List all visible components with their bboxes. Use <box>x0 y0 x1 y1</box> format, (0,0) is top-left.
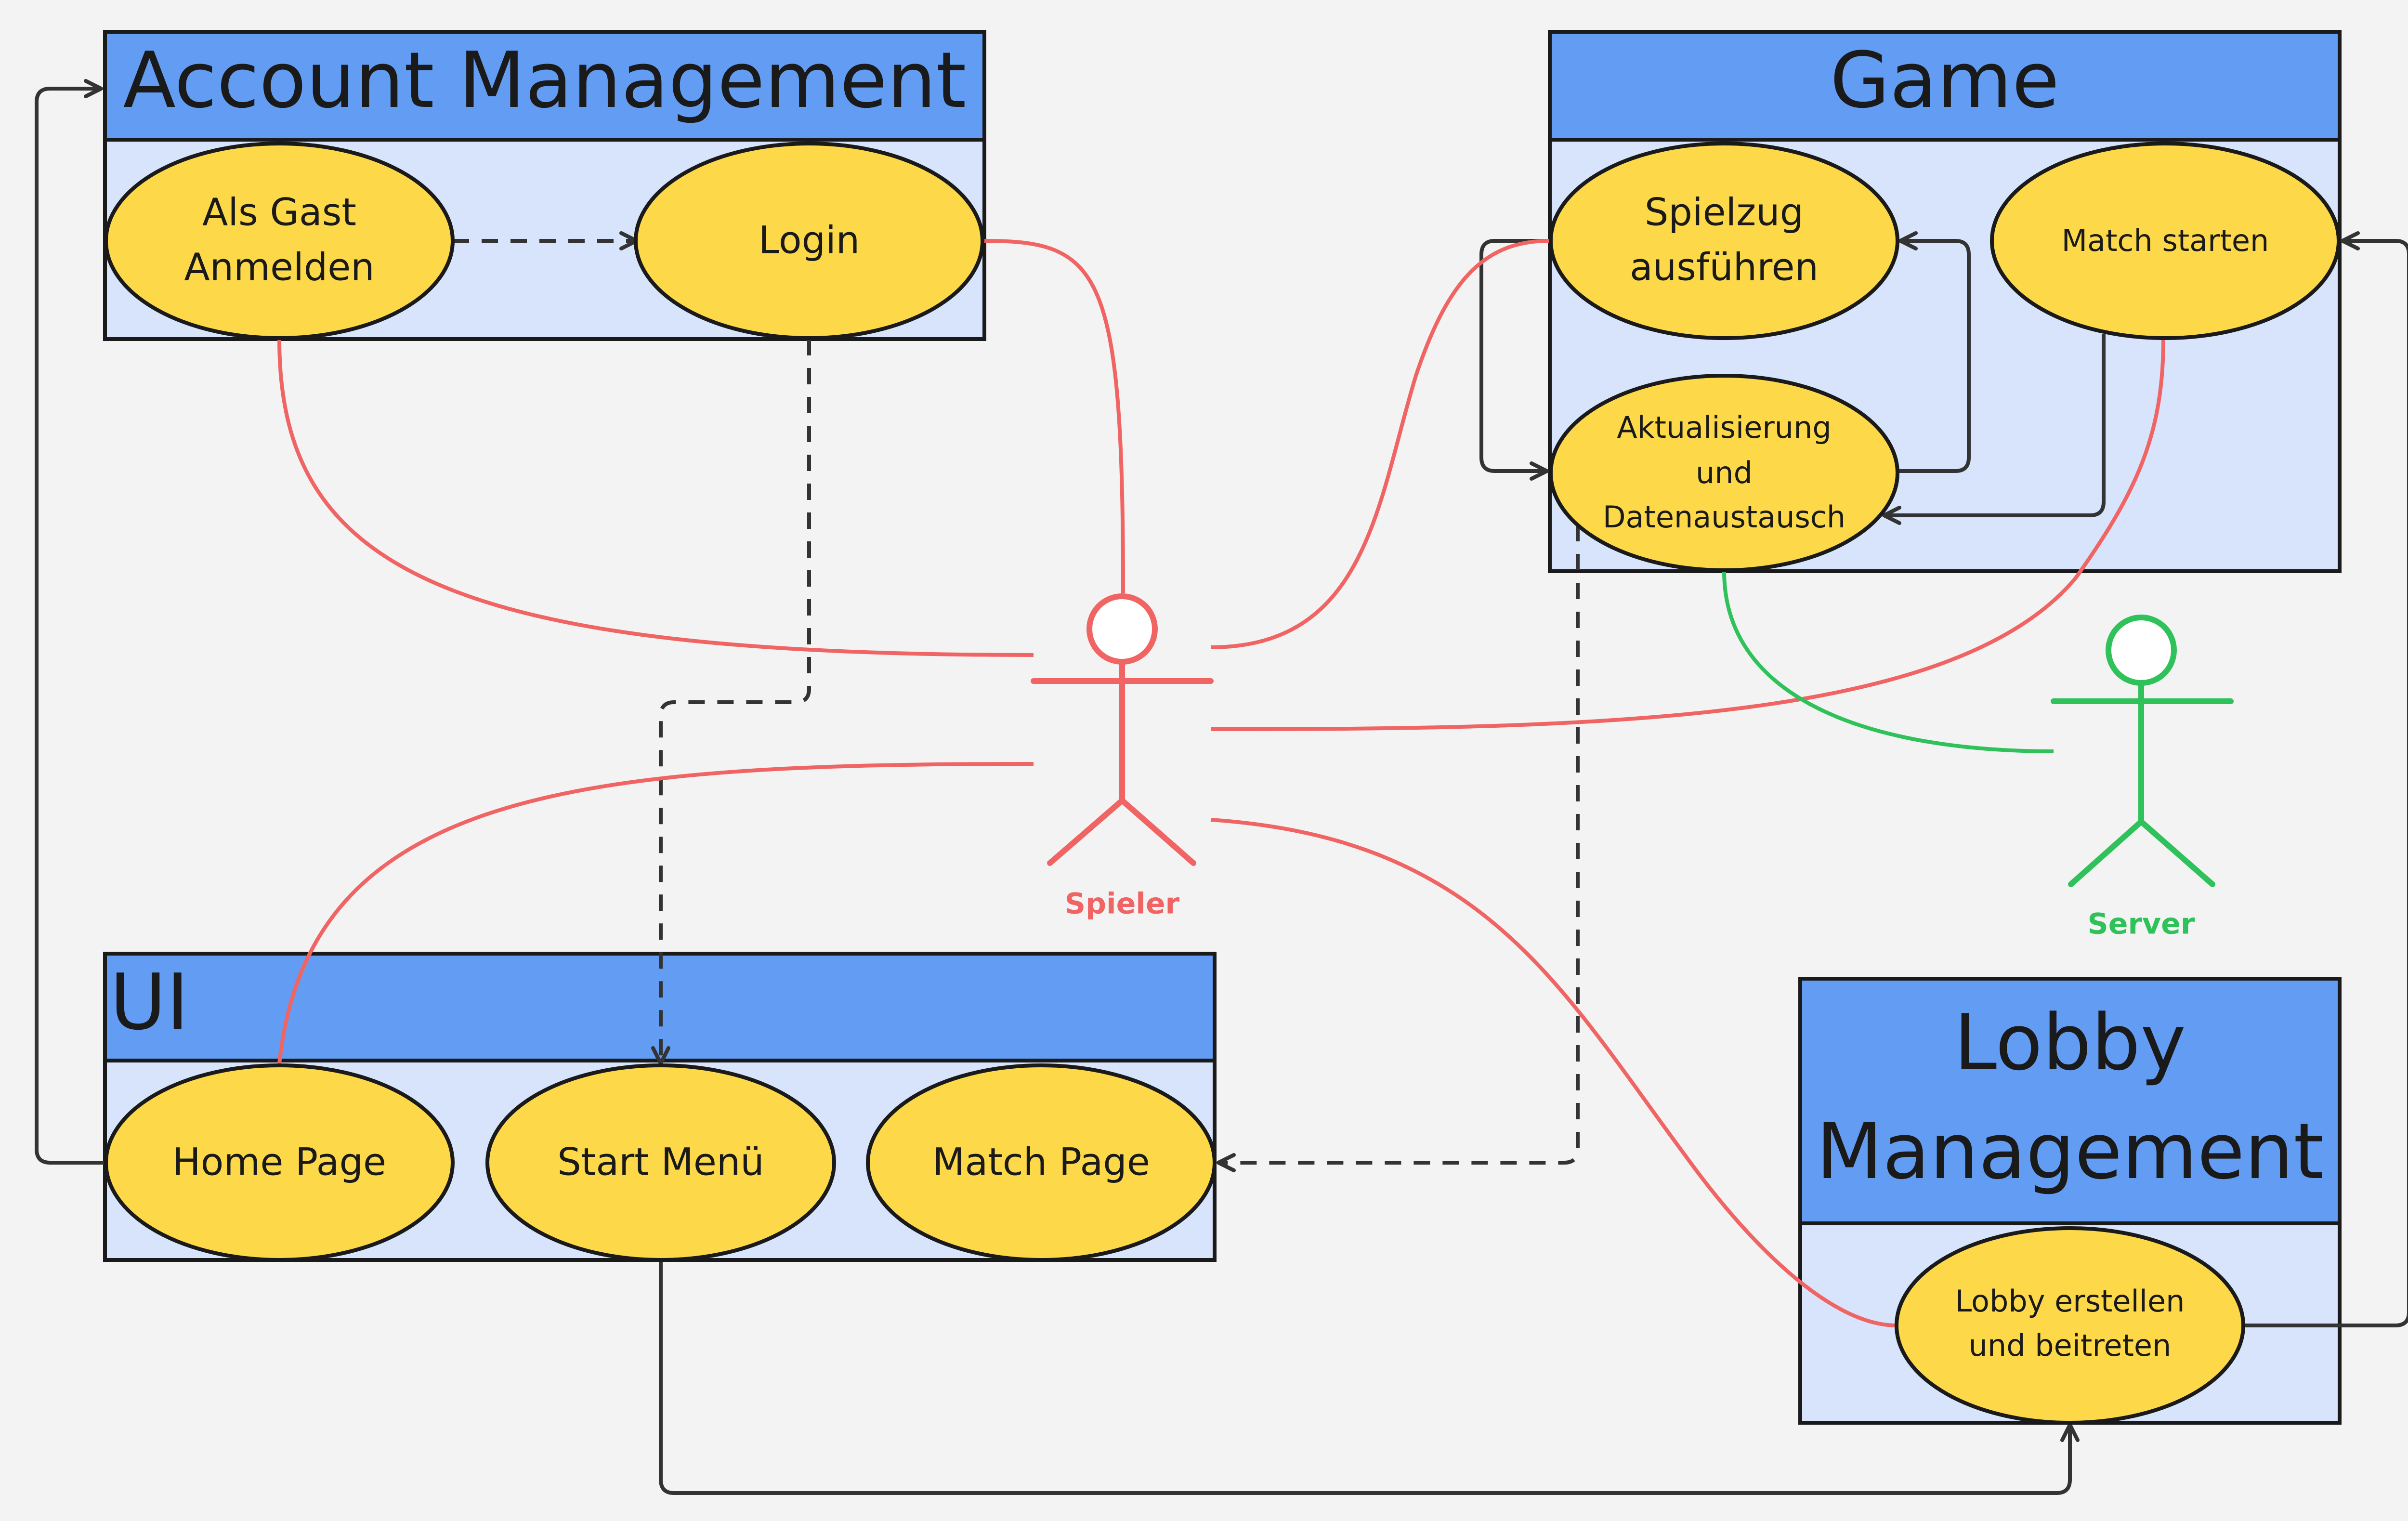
use-case-lobby-erstellen[interactable]: Lobby erstellen und beitreten <box>1895 1226 2245 1425</box>
assoc-spieler-guest <box>277 339 1034 657</box>
use-case-lobby-line1: Lobby erstellen <box>1955 1284 2185 1319</box>
arrow-lobby-to-match-starten <box>2244 231 2408 1327</box>
use-case-guest-line1: Als Gast <box>202 191 356 234</box>
actor-spieler[interactable]: Spieler <box>1031 593 1214 921</box>
assoc-spieler-lobby <box>1210 818 1897 1327</box>
assoc-spieler-spielzug <box>1210 239 1550 649</box>
use-case-start-menu-label: Start Menü <box>557 1141 764 1184</box>
use-case-lobby-line2: und beitreten <box>1969 1328 2172 1363</box>
use-case-home-page[interactable]: Home Page <box>104 1063 455 1262</box>
server-figure-icon <box>2051 615 2234 887</box>
use-case-aktualisierung-line1: Aktualisierung <box>1617 410 1831 445</box>
actor-spieler-label: Spieler <box>1065 887 1180 921</box>
arrow-home-to-account <box>35 79 105 1165</box>
use-case-login[interactable]: Login <box>634 142 984 340</box>
use-case-guest-line2: Anmelden <box>184 246 374 289</box>
arrow-start-menu-to-lobby <box>659 1260 2080 1495</box>
package-title-account: Account Management <box>123 35 967 125</box>
use-case-aktualisierung-line3: Datenaustausch <box>1603 499 1845 535</box>
arrow-login-to-start-menu <box>651 339 811 1065</box>
actor-server[interactable]: Server <box>2051 615 2234 941</box>
spieler-figure-icon <box>1031 593 1214 866</box>
use-case-spielzug[interactable]: Spielzug ausführen <box>1549 142 1899 340</box>
assoc-spieler-home <box>277 762 1034 1064</box>
package-title-game: Game <box>1830 35 2059 125</box>
use-case-match-starten[interactable]: Match starten <box>1990 142 2341 340</box>
use-case-match-starten-label: Match starten <box>2062 223 2269 258</box>
use-case-guest[interactable]: Als Gast Anmelden <box>104 142 455 340</box>
use-case-start-menu[interactable]: Start Menü <box>485 1063 836 1262</box>
arrow-aktualisierung-to-spielzug <box>1898 231 1971 473</box>
use-case-spielzug-line1: Spielzug <box>1645 191 1804 234</box>
arrow-match-starten-to-aktualisierung <box>1882 334 2106 525</box>
use-case-spielzug-line2: ausführen <box>1630 246 1819 289</box>
arrow-aktualisierung-to-match-page <box>1217 525 1580 1172</box>
package-title-ui: UI <box>110 957 189 1047</box>
use-case-aktualisierung-line2: und <box>1696 455 1753 490</box>
package-title-lobby-line1: Lobby <box>1954 997 2186 1088</box>
spieler-associations <box>277 239 2165 1327</box>
use-case-login-label: Login <box>759 219 860 262</box>
use-case-match-page-label: Match Page <box>932 1141 1150 1184</box>
use-case-home-page-label: Home Page <box>172 1141 386 1184</box>
dependency-connectors <box>35 79 2408 1495</box>
assoc-spieler-match-starten <box>1210 339 2165 731</box>
package-title-lobby-line2: Management <box>1816 1106 2324 1196</box>
use-case-aktualisierung[interactable]: Aktualisierung und Datenaustausch <box>1549 374 1899 572</box>
assoc-server-aktualisierung <box>1722 571 2054 753</box>
actor-server-label: Server <box>2088 907 2195 941</box>
use-case-match-page[interactable]: Match Page <box>866 1063 1217 1262</box>
assoc-spieler-login <box>984 239 1125 594</box>
arrow-spielzug-to-aktualisierung <box>1479 239 1550 481</box>
